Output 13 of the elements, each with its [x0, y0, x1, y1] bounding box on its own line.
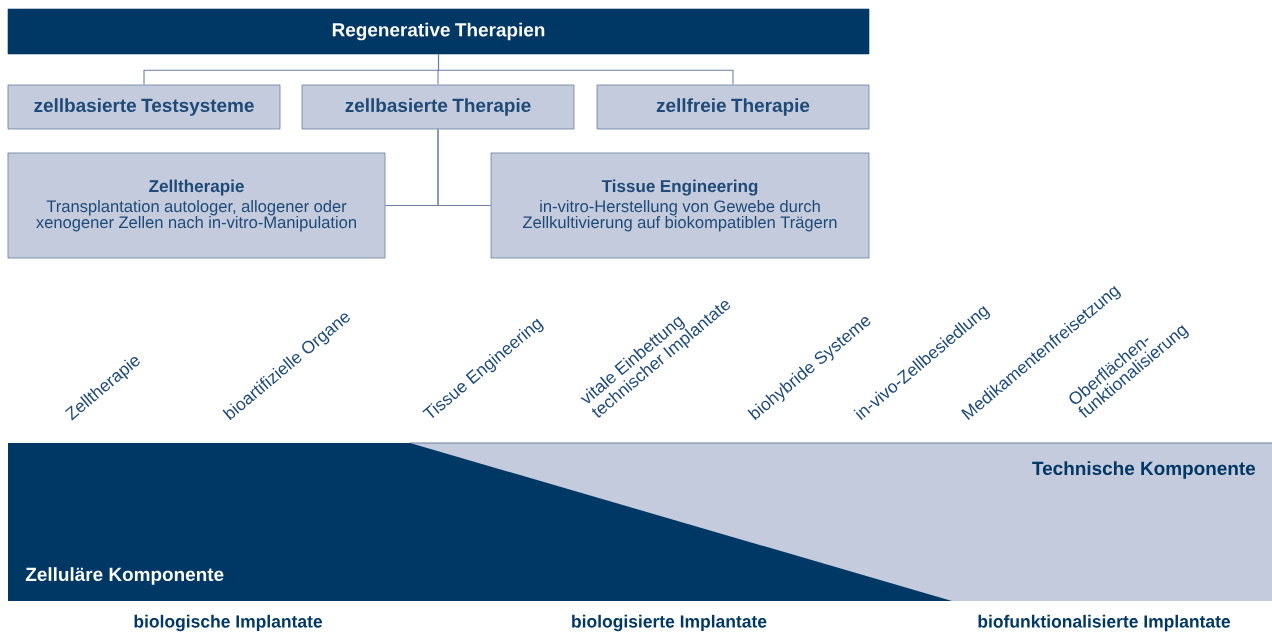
- category-box: zellbasierte Testsysteme: [7, 84, 281, 130]
- connector-line: [437, 128, 492, 207]
- description-box: Zelltherapie Transplantation autologer, allogener oder xenogener Zellen nach in-vitro-Manipulation: [7, 152, 386, 259]
- category-label: biologisierte Implantate: [572, 614, 767, 632]
- category-label: biologische Implantate: [134, 614, 323, 632]
- connector-line: [437, 53, 734, 86]
- category-box: zellbasierte Therapie: [301, 84, 575, 130]
- title-bar: Regenerative Therapien: [7, 8, 870, 55]
- band-label: Zelluläre Komponente: [25, 567, 224, 585]
- category-box: zellfreie Therapie: [596, 84, 870, 130]
- description-box: Tissue Engineering in-vitro-Herstellung von Gewebe durch Zellkultivierung auf biokompatiblen Trägern: [490, 152, 870, 259]
- category-label: biofunktionalisierte Implantate: [978, 614, 1231, 632]
- band-label: Technische Komponente: [1032, 461, 1256, 479]
